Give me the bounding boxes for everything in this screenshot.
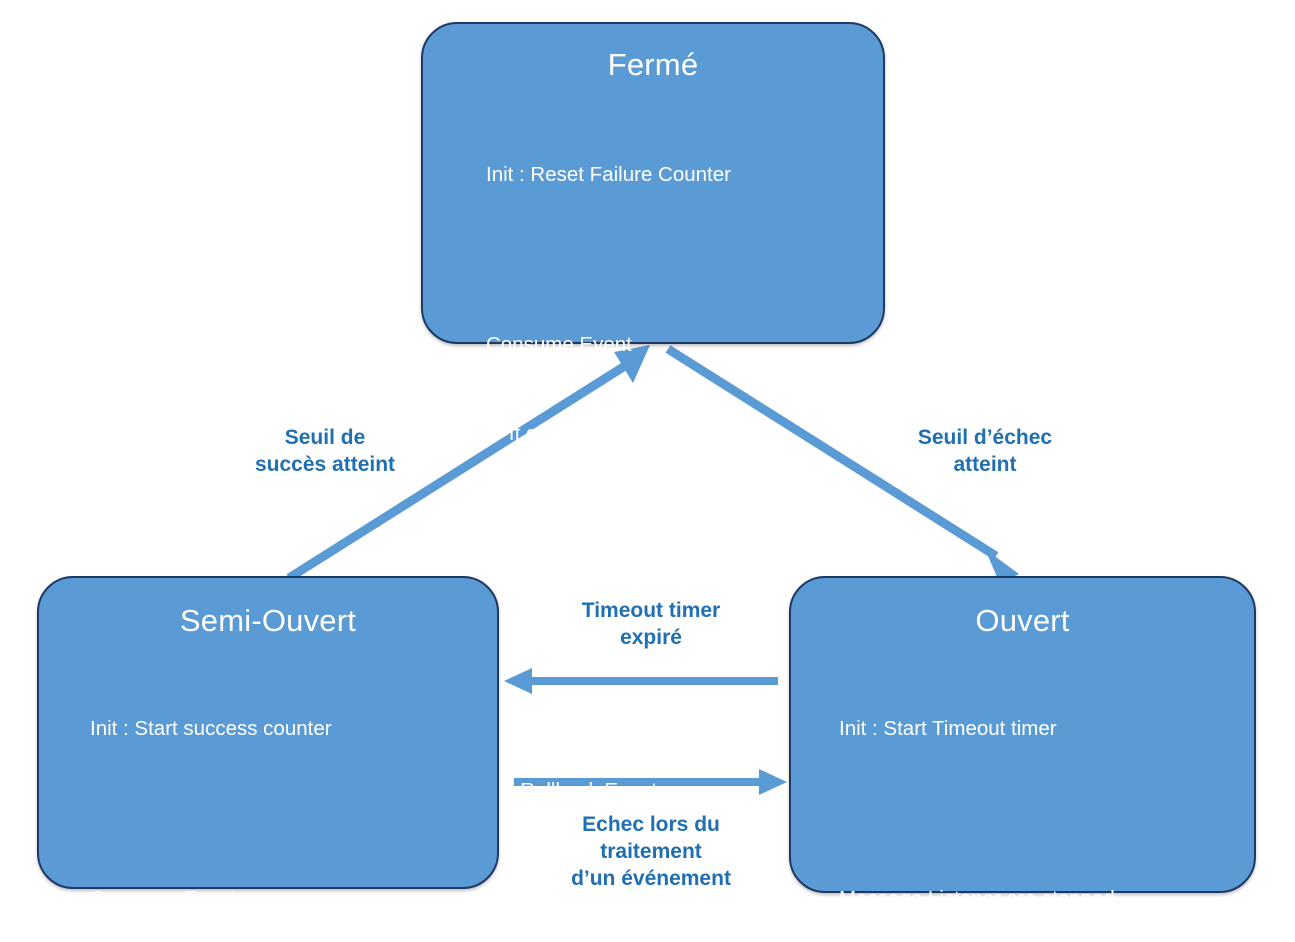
state-line-gap — [486, 249, 883, 271]
state-title-semi-ouvert: Semi-Ouvert — [179, 603, 357, 638]
state-line: Else — [486, 600, 538, 624]
arrow-timeout-expired — [504, 668, 778, 694]
state-node-ouvert[interactable]: Ouvert Init : Start Timeout timer Messag… — [789, 576, 1256, 910]
state-line: Init : Start Timeout timer — [839, 716, 1057, 740]
state-line: Init : Start success counter — [90, 716, 332, 740]
state-line: Init : Reset Failure Counter — [486, 162, 731, 186]
state-line-gap — [90, 803, 497, 825]
transition-label-failure-threshold: Seuil d’échec atteint — [917, 426, 1053, 476]
state-line: Consume Event — [486, 333, 632, 357]
state-title-ferme: Fermé — [607, 47, 699, 82]
state-line: If operation succeed — [486, 422, 694, 446]
state-line-gap — [839, 803, 1254, 825]
state-body-ouvert: Init : Start Timeout timer Message Liste… — [791, 654, 1254, 942]
arrow-failure-threshold — [665, 345, 1019, 584]
arrow-success-threshold — [286, 345, 650, 582]
state-body-semi-ouvert: Init : Start success counter Consume Eve… — [39, 654, 497, 942]
transition-label-processing-failure: Echec lors du traitement d’un événement — [571, 813, 731, 890]
state-node-ferme[interactable]: Fermé Init : Reset Failure Counter Consu… — [421, 22, 885, 802]
state-title-ouvert: Ouvert — [975, 603, 1070, 638]
state-line: Commit Event — [486, 511, 661, 535]
state-line: Consume Event — [90, 887, 236, 911]
transition-label-timeout-expired: Timeout timer expiré — [581, 599, 721, 649]
transition-label-success-threshold: Seuil de succès atteint — [254, 426, 396, 476]
state-line: Message Listener are stopped — [839, 887, 1115, 911]
state-line: increment failure counter — [486, 689, 746, 713]
state-line: Rollback Event — [486, 778, 657, 802]
state-node-semi-ouvert[interactable]: Semi-Ouvert Init : Start success counter… — [37, 576, 499, 910]
state-body-ferme: Init : Reset Failure Counter Consume Eve… — [423, 100, 883, 865]
arrow-processing-failure — [514, 769, 787, 795]
